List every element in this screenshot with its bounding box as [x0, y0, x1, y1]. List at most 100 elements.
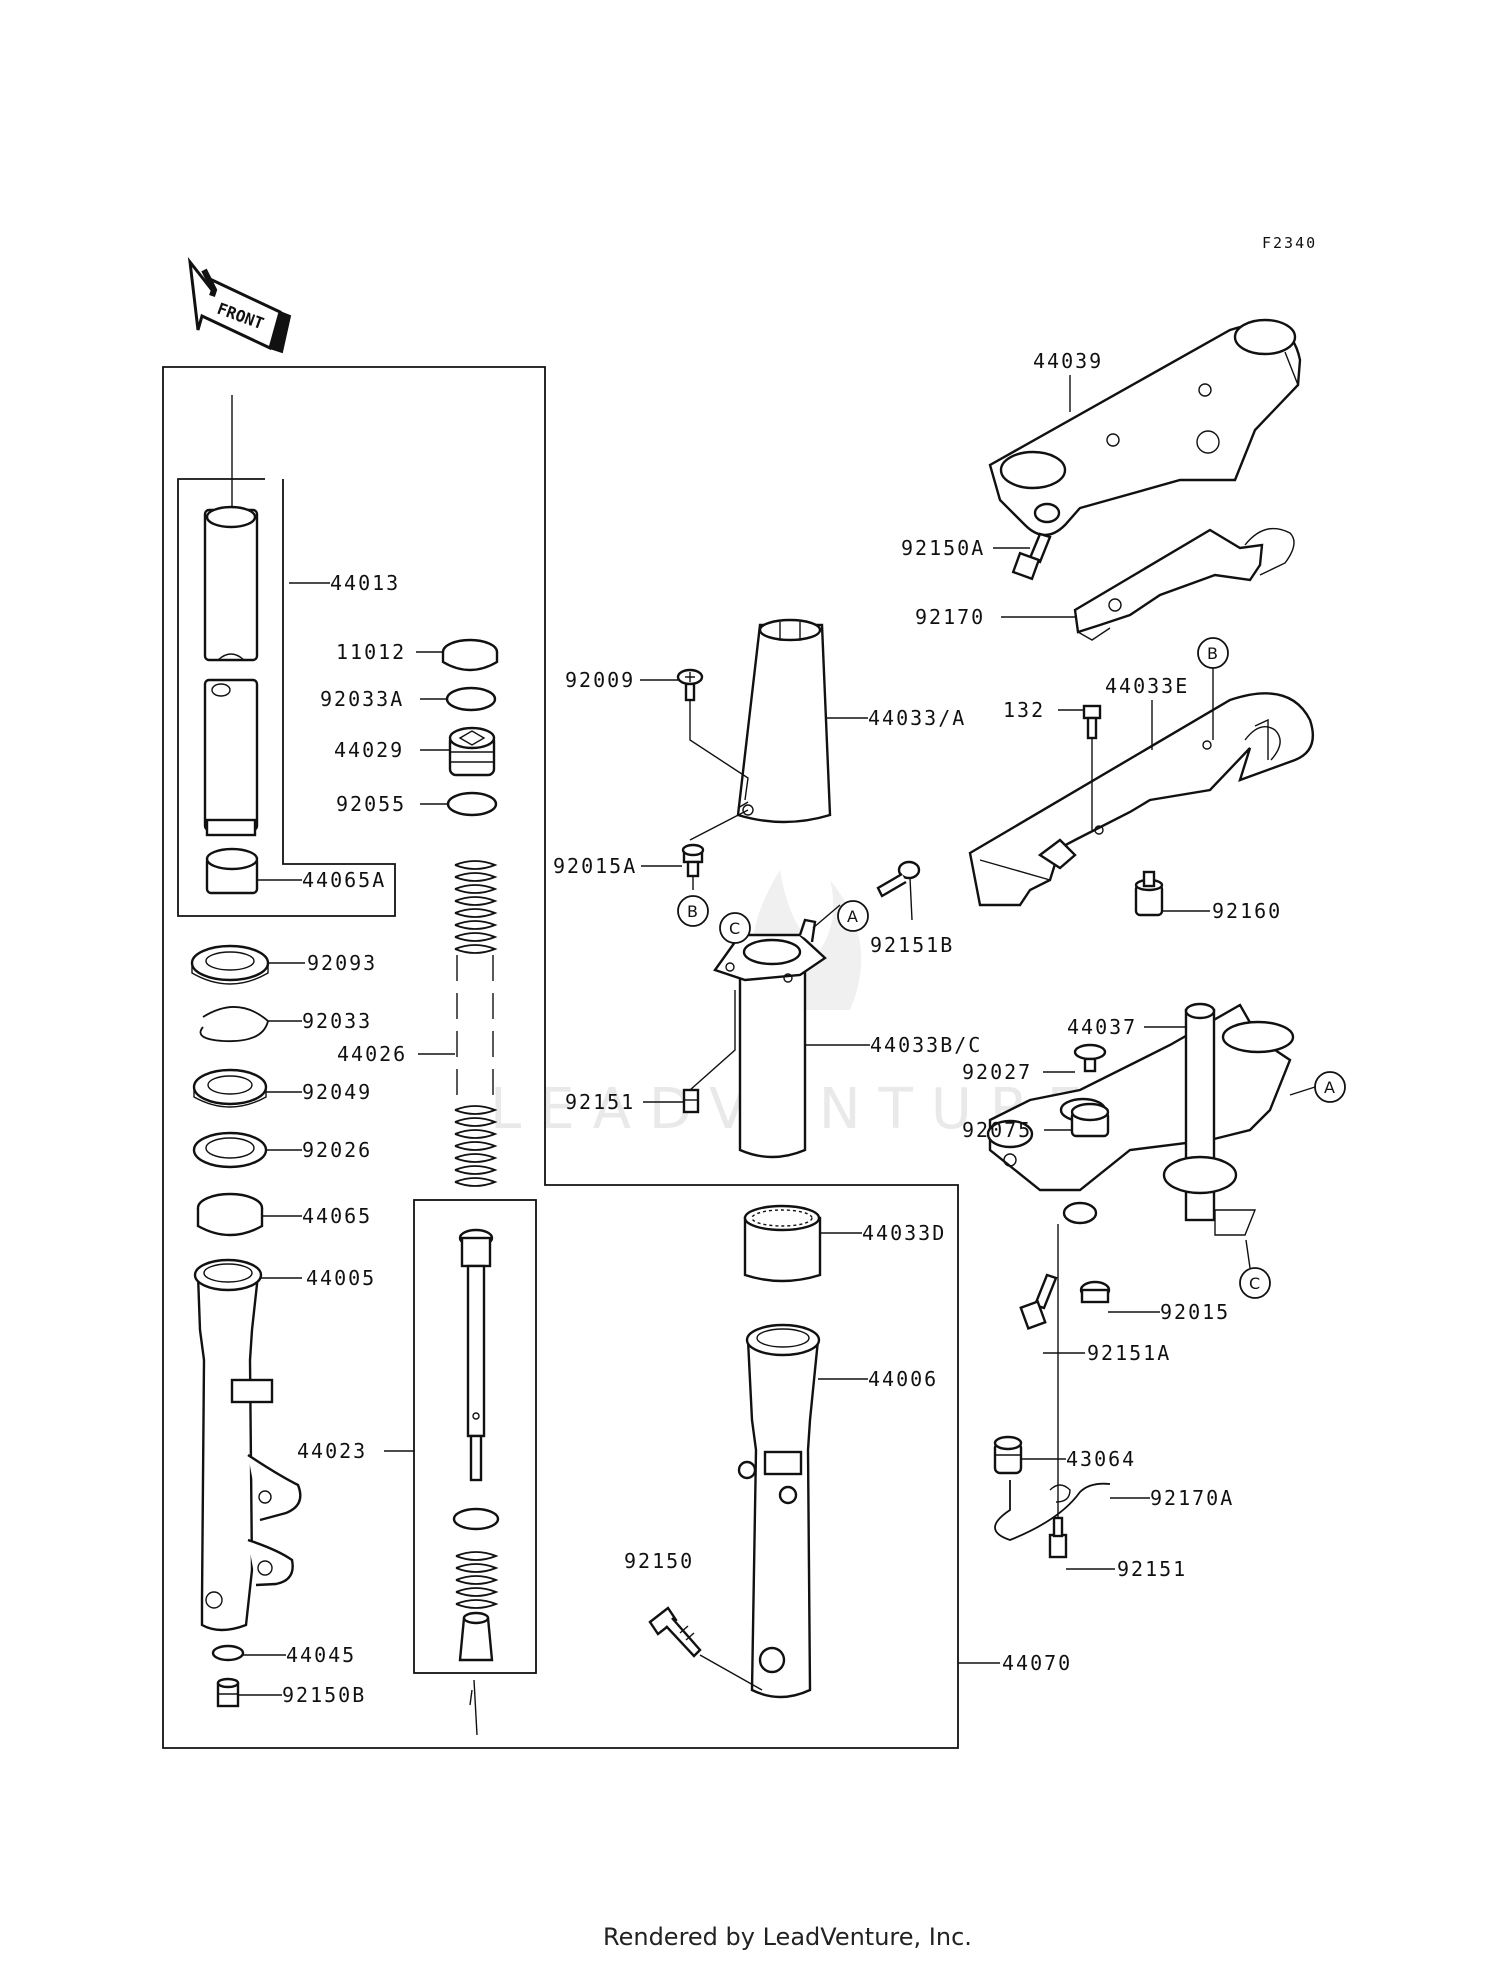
part-92033-circlip [199, 1006, 269, 1043]
part-44023-damper-rod [452, 1228, 500, 1662]
label-92015A: 92015A [553, 854, 637, 878]
ref-c-lower: C [1239, 1267, 1271, 1299]
part-92150B-bolt [216, 1677, 240, 1708]
leader-lines [238, 375, 1316, 1696]
label-92033: 92033 [302, 1009, 372, 1033]
svg-text:B: B [687, 902, 698, 921]
label-44005: 44005 [306, 1266, 376, 1290]
part-44065-bushing [196, 1192, 264, 1237]
rod-group-box [413, 1199, 537, 1674]
label-92033A: 92033A [320, 687, 404, 711]
part-92151-bolt-middle [682, 1088, 700, 1114]
part-92150A-bolt [1011, 532, 1052, 581]
label-44039: 44039 [1033, 349, 1103, 373]
part-44039-upper-bracket [988, 318, 1302, 537]
label-44013: 44013 [330, 571, 400, 595]
label-43064: 43064 [1066, 1447, 1136, 1471]
part-44013-cylinder [203, 505, 259, 837]
label-44026: 44026 [337, 1042, 407, 1066]
damper-group-bracket [177, 478, 396, 917]
part-92170-clamp [1073, 527, 1295, 641]
label-92150B: 92150B [282, 1683, 366, 1707]
label-92027: 92027 [962, 1060, 1032, 1084]
part-132-bolt [1082, 704, 1102, 740]
label-92093: 92093 [307, 951, 377, 975]
label-92026: 92026 [302, 1138, 372, 1162]
svg-text:A: A [1324, 1078, 1335, 1097]
part-92151-bolt-right [1048, 1516, 1068, 1559]
part-44006-outer-tube-right [737, 1323, 821, 1699]
label-44029: 44029 [334, 738, 404, 762]
label-44070: 44070 [1002, 1651, 1072, 1675]
part-44005-outer-tube-left [193, 1258, 302, 1632]
part-43064-grommet [993, 1435, 1023, 1475]
part-92049-oil-seal [192, 1068, 268, 1108]
ref-a-upper: A [837, 900, 869, 932]
ref-circles: B B C A A C [677, 637, 1346, 1299]
fork-assembly-frame [162, 366, 959, 1749]
label-92170: 92170 [915, 605, 985, 629]
part-92015-nut [1079, 1280, 1111, 1304]
label-92160: 92160 [1212, 899, 1282, 923]
part-44037-steering-stem [986, 1002, 1295, 1236]
label-44033A: 44033/A [868, 706, 966, 730]
label-92170A: 92170A [1150, 1486, 1234, 1510]
part-92160-damper [1134, 870, 1164, 917]
label-92049: 92049 [302, 1080, 372, 1104]
label-44023: 44023 [297, 1439, 367, 1463]
label-132: 132 [1003, 698, 1045, 722]
part-44033E-bracket [968, 692, 1315, 907]
part-92033A-ring [445, 686, 497, 712]
part-labels: 44013 11012 92033A 44029 92055 44065A 92… [282, 349, 1282, 1707]
part-92027-washer [1073, 1043, 1107, 1073]
part-92075-bushing [1070, 1102, 1110, 1138]
label-92151-middle: 92151 [565, 1090, 635, 1114]
ref-c-upper: C [719, 912, 751, 944]
label-44037: 44037 [1067, 1015, 1137, 1039]
label-44065A: 44065A [302, 868, 386, 892]
part-44033D-cover [743, 1204, 822, 1283]
label-44065: 44065 [302, 1204, 372, 1228]
part-92093-seal [190, 944, 270, 985]
part-44045-washer [211, 1644, 245, 1662]
label-92151B: 92151B [870, 933, 954, 957]
part-11012-cap [441, 638, 499, 672]
part-44026-spring [454, 860, 498, 1187]
label-92151-right: 92151 [1117, 1557, 1187, 1581]
ref-b-upper: B [1197, 637, 1229, 740]
label-92150: 92150 [624, 1549, 694, 1573]
svg-text:C: C [729, 919, 740, 938]
part-92170A-clip [994, 1480, 1111, 1541]
part-92151B-bolt [876, 860, 921, 898]
label-92151A: 92151A [1087, 1341, 1171, 1365]
part-44033BC-cover-tube [713, 918, 827, 1159]
label-44045: 44045 [286, 1643, 356, 1667]
label-92055: 92055 [336, 792, 406, 816]
part-44033A-cover-tube [736, 618, 832, 824]
part-92015A-bolt [681, 843, 705, 878]
part-92055-oring [446, 791, 498, 817]
svg-text:C: C [1249, 1274, 1260, 1293]
label-11012: 11012 [336, 640, 406, 664]
part-44065A-bushing [205, 847, 259, 895]
label-92015: 92015 [1160, 1300, 1230, 1324]
front-arrow-icon: FRONT [187, 256, 292, 354]
figure-code: F2340 [1262, 234, 1317, 252]
part-92150-bolt [648, 1606, 702, 1658]
label-92009: 92009 [565, 668, 635, 692]
footer-credit: Rendered by LeadVenture, Inc. [603, 1923, 972, 1951]
ref-a-lower: A [1314, 1071, 1346, 1103]
label-44033D: 44033D [862, 1221, 946, 1245]
label-92150A: 92150A [901, 536, 985, 560]
label-44033BC: 44033B/C [870, 1033, 982, 1057]
part-92151A-bolt [1019, 1273, 1058, 1330]
label-92075: 92075 [962, 1118, 1032, 1142]
part-44029-plug [448, 726, 496, 777]
part-92009-screw [676, 668, 704, 702]
ref-b-lower: B [677, 895, 709, 927]
label-44006: 44006 [868, 1367, 938, 1391]
svg-text:B: B [1207, 644, 1218, 663]
svg-text:A: A [847, 907, 858, 926]
label-44033E: 44033E [1105, 674, 1189, 698]
